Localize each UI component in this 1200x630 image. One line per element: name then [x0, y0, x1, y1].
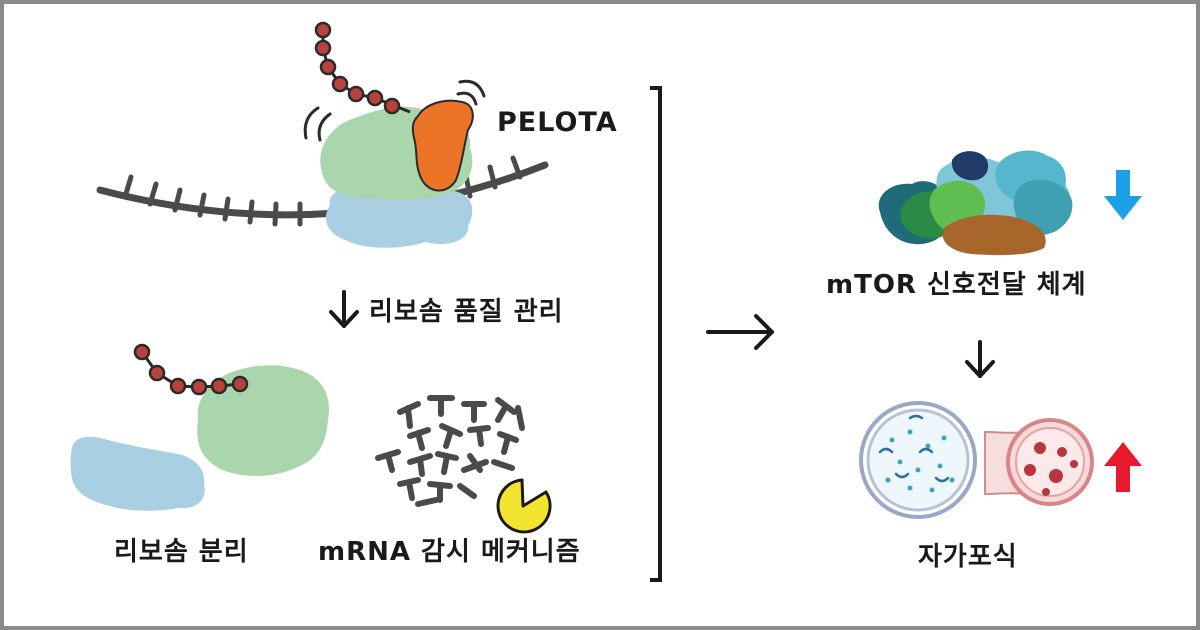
pelota-protein: [411, 99, 474, 192]
ribosome-separation-label: 리보솜 분리: [114, 537, 249, 567]
small-ribosome-subunit-bottom: [70, 436, 205, 511]
ribosome-separation-illustration: [70, 365, 329, 511]
motion-marks: [303, 79, 486, 142]
autophagy-label: 자가포식: [918, 542, 1018, 572]
increase-arrow-red: [1104, 442, 1142, 492]
mtor-signaling-label: mTOR 신호전달 체계: [826, 270, 1087, 300]
right-arrow: [706, 314, 774, 350]
autophagosome-contents: [885, 429, 955, 493]
peptide-chain-bottom: [133, 343, 249, 396]
small-ribosome-subunit-top: [325, 188, 473, 248]
pelota-label: PELOTA: [497, 107, 618, 138]
mrna-fragments: [375, 395, 525, 507]
lysosome-contents: [1024, 442, 1078, 496]
degrader-enzyme: [496, 478, 552, 534]
down-arrow-right: [965, 340, 995, 378]
grouping-bracket: [650, 86, 662, 582]
mrna-surveillance-label: mRNA 감시 메커니즘: [318, 537, 581, 567]
autophagy-illustration: [859, 401, 1094, 519]
mtor-complex-illustration: [878, 150, 1073, 256]
ribosome-quality-control-label: 리보솜 품질 관리: [369, 297, 564, 327]
peptide-chain-top: [314, 21, 411, 115]
down-arrow-left: [329, 290, 359, 328]
large-ribosome-subunit-bottom: [197, 365, 329, 476]
mrna-strand-top: [96, 161, 549, 219]
ribosome-on-mrna-illustration: [96, 79, 549, 248]
decrease-arrow-blue: [1104, 170, 1142, 220]
